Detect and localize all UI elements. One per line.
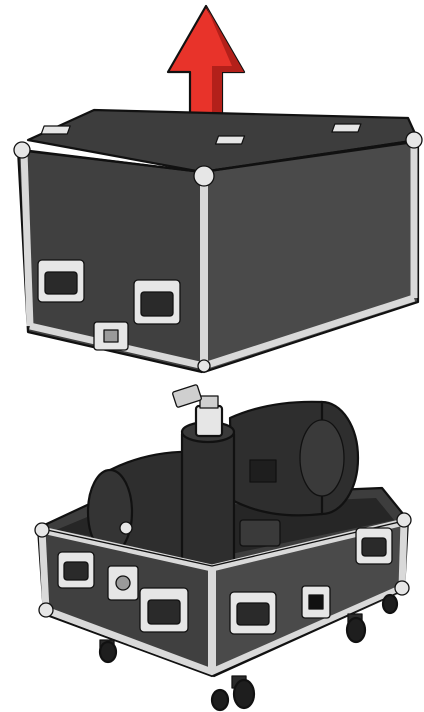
lid-corner-center bbox=[194, 166, 214, 186]
base-corner-right-bottom bbox=[395, 581, 409, 595]
base-edge-left bbox=[42, 530, 46, 610]
flight-case-base-icon bbox=[35, 384, 411, 710]
base-corner-left-bottom bbox=[39, 603, 53, 617]
lid-front-handle-left bbox=[38, 260, 84, 302]
base-latch bbox=[108, 566, 138, 600]
lid-latch bbox=[94, 322, 128, 350]
base-side-handle-left bbox=[230, 592, 276, 634]
lid-corner-right bbox=[406, 132, 422, 148]
lid-front-handle-right bbox=[134, 280, 180, 324]
base-side-handle-right bbox=[356, 528, 392, 564]
base-connector-panel bbox=[302, 586, 330, 618]
base-front-handle-right bbox=[140, 588, 188, 632]
machine-chimney bbox=[182, 430, 234, 580]
base-corner-left-top bbox=[35, 523, 49, 537]
flight-case-lid-icon bbox=[14, 110, 422, 372]
lid-top-handle-2 bbox=[216, 136, 245, 144]
base-corner-right-top bbox=[397, 513, 411, 527]
base-edge-right bbox=[402, 522, 404, 588]
machine-nozzle bbox=[172, 384, 222, 436]
lid-corner-left bbox=[14, 142, 30, 158]
lid-top-handle-3 bbox=[332, 124, 361, 132]
base-front-handle-left bbox=[58, 552, 94, 588]
lid-top-handle-1 bbox=[41, 126, 70, 134]
lid-corner-bottom bbox=[198, 360, 210, 372]
